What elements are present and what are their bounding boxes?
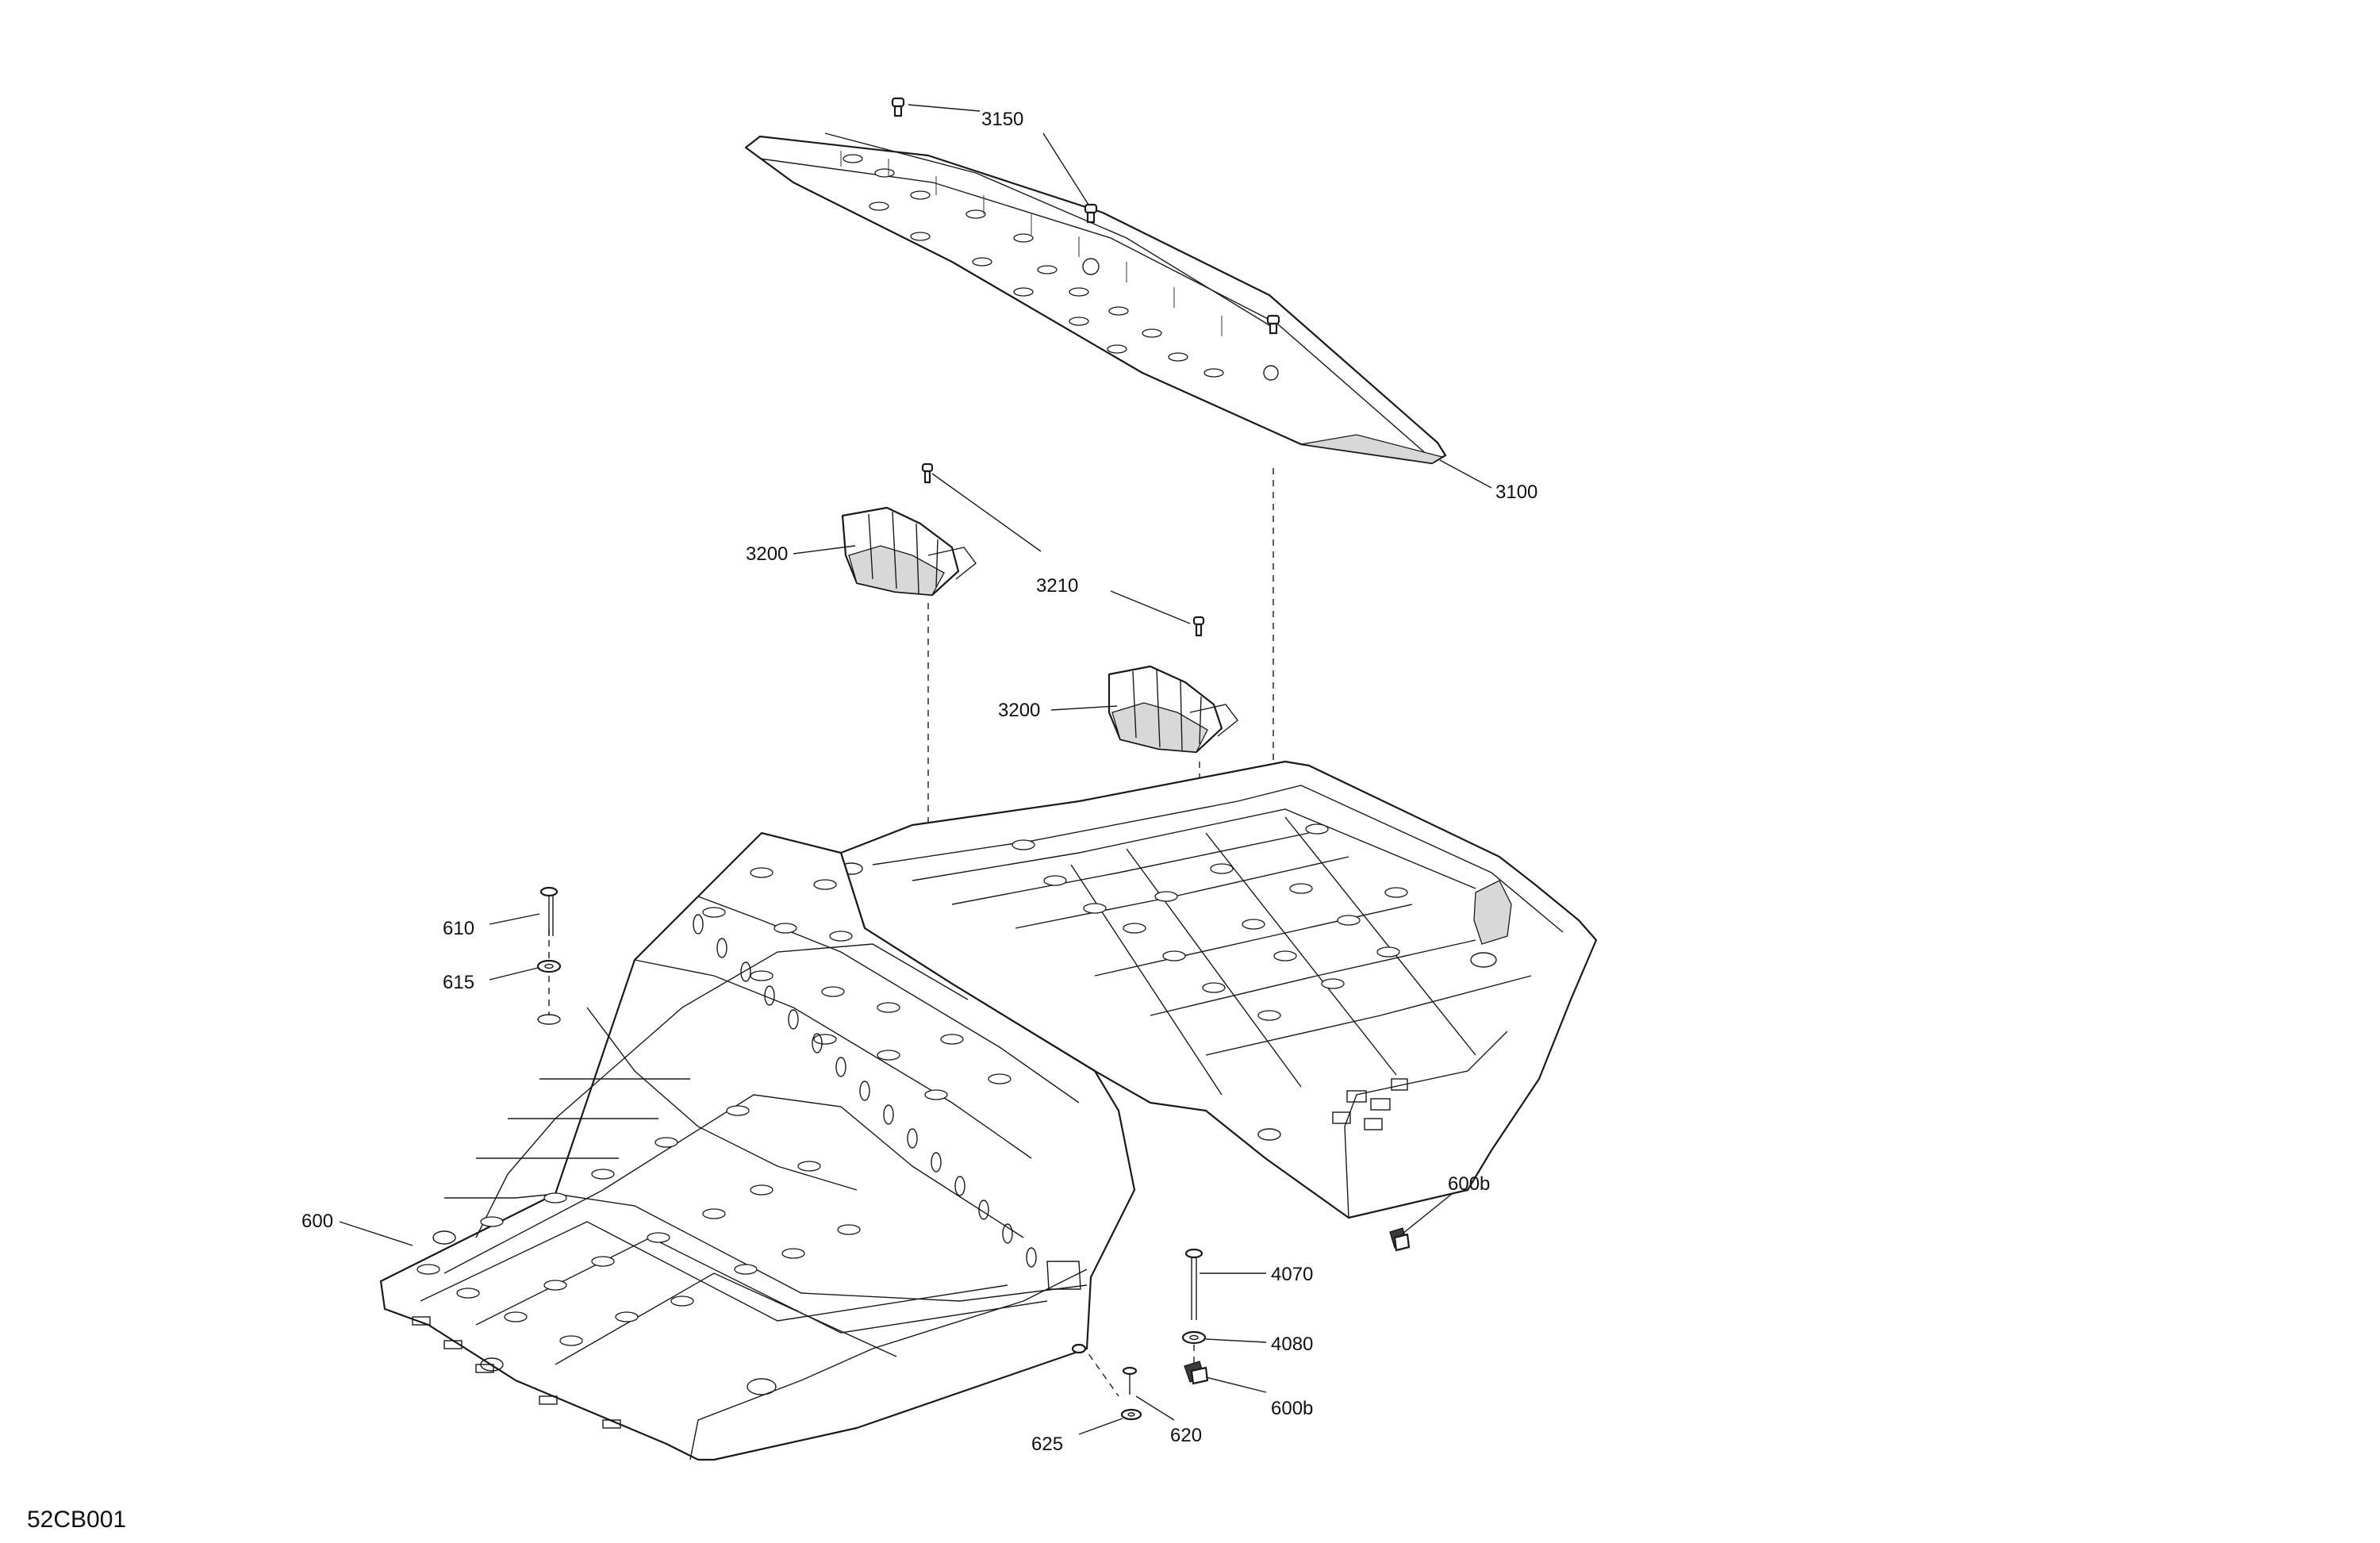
figure-id: 52CB001 xyxy=(27,1507,126,1533)
washer-615 xyxy=(536,959,562,973)
front-skid-plate-600 xyxy=(379,831,1281,1461)
callout-4070: 4070 xyxy=(1271,1264,1313,1285)
rear-skid-plate xyxy=(839,760,1598,1219)
top-panel-3100 xyxy=(744,132,1447,465)
callout-3200-lower: 3200 xyxy=(998,700,1040,721)
callout-3200-upper: 3200 xyxy=(746,543,788,565)
callout-600: 600 xyxy=(301,1211,333,1232)
bolt-610 xyxy=(539,886,559,936)
callout-labels: 3150 3100 3200 3210 3200 610 615 600 600… xyxy=(27,109,1537,1533)
bolt-620 xyxy=(1122,1366,1138,1395)
clip-600b-lower xyxy=(1184,1361,1209,1385)
rivet-icon xyxy=(1266,314,1280,335)
bracket-3200-left xyxy=(841,463,977,597)
rivet-icon xyxy=(1084,203,1098,224)
callout-3150: 3150 xyxy=(981,109,1023,130)
bolt-4070 xyxy=(1184,1248,1203,1320)
callout-610: 610 xyxy=(443,918,474,939)
rear-plate-tabs xyxy=(1332,1078,1408,1130)
leader-lines xyxy=(339,104,1492,1435)
rear-plate-slots xyxy=(1012,823,1408,1021)
washer-4080 xyxy=(1181,1330,1207,1345)
front-edge-tabs xyxy=(412,1316,621,1429)
callout-600b-lower: 600b xyxy=(1271,1398,1313,1419)
rivet-icon xyxy=(891,97,905,117)
callout-620: 620 xyxy=(1170,1425,1202,1446)
callout-3100: 3100 xyxy=(1495,482,1537,503)
callout-3210: 3210 xyxy=(1036,575,1078,597)
front-plate-slots xyxy=(416,867,1012,1346)
top-panel-slots xyxy=(843,154,1224,378)
callout-615: 615 xyxy=(443,972,474,993)
callout-600b-upper: 600b xyxy=(1448,1173,1490,1195)
callout-625: 625 xyxy=(1031,1434,1063,1455)
bracket-3200-right xyxy=(1107,616,1238,754)
callout-4080: 4080 xyxy=(1271,1334,1313,1355)
push-rivets-3150 xyxy=(891,97,1280,335)
center-tunnel-ribs xyxy=(693,914,1037,1268)
hole-marker xyxy=(1071,1343,1087,1354)
washer-625 xyxy=(1120,1408,1142,1421)
